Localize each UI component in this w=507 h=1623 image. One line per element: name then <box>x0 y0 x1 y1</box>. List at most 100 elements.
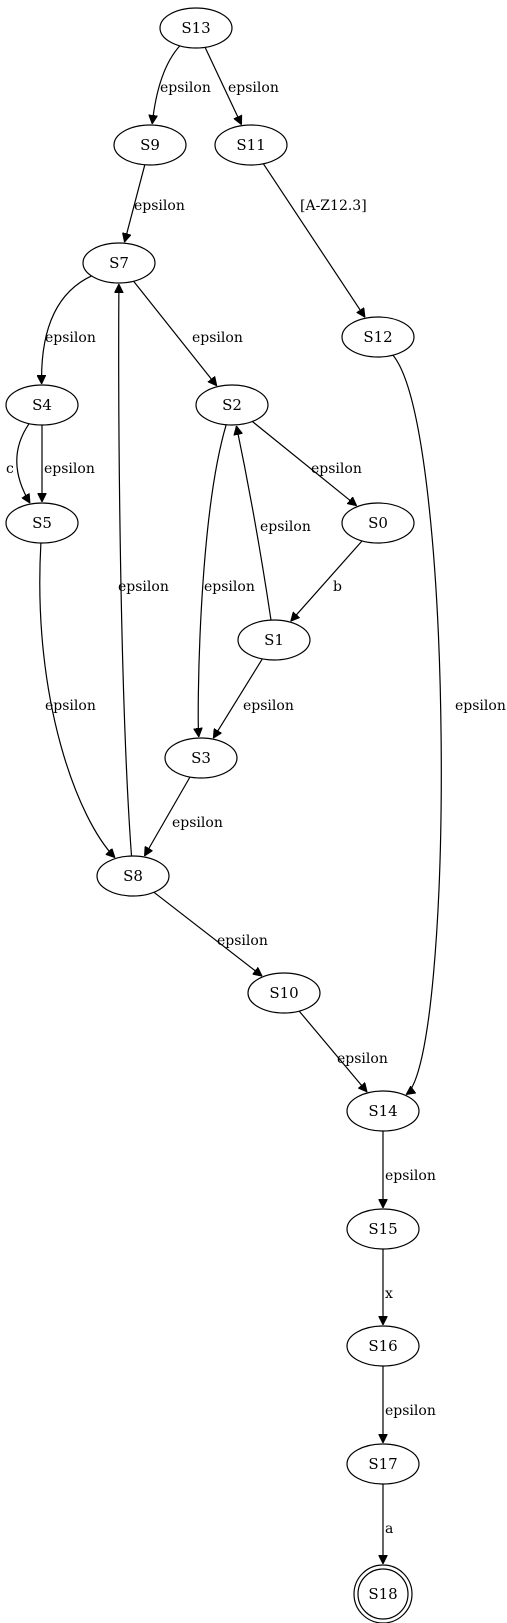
edge-label: epsilon <box>192 330 243 346</box>
state-ellipse <box>346 1208 420 1250</box>
edge-s8-s7: epsilon <box>118 284 169 857</box>
edge-arrow <box>143 776 191 856</box>
edge-s11-s12: [A-Z12.3] <box>262 163 367 317</box>
edge-arrow <box>16 423 30 503</box>
edge-s13-s9: epsilon <box>152 45 211 124</box>
state-node-s10: S10 <box>247 972 321 1014</box>
state-ellipse <box>5 384 79 426</box>
edge-label: epsilon <box>217 933 268 949</box>
edge-label: epsilon <box>44 461 95 477</box>
state-node-s5: S5 <box>5 502 79 544</box>
edge-label: x <box>385 1286 393 1302</box>
edge-arrow <box>291 540 363 621</box>
edge-s4-s5: c <box>6 423 30 503</box>
state-node-s14: S14 <box>346 1090 420 1132</box>
accept-inner-ring <box>357 1568 409 1620</box>
state-ellipse <box>5 502 79 544</box>
state-label: S8 <box>123 867 143 885</box>
edge-label: epsilon <box>337 1051 388 1067</box>
start-state-ellipse <box>159 7 233 49</box>
state-node-s8: S8 <box>96 855 170 897</box>
state-label: S18 <box>368 1585 397 1603</box>
edge-label: epsilon <box>172 815 223 831</box>
edge-s15-s16: x <box>383 1249 393 1325</box>
edge-arrow <box>213 658 263 738</box>
state-node-s13: S13 <box>159 7 233 49</box>
edge-s8-s10: epsilon <box>153 891 268 976</box>
edge-s17-s18: a <box>383 1484 393 1564</box>
edge-s12-s14: epsilon <box>392 354 506 1094</box>
edge-arrow <box>392 354 442 1094</box>
state-node-s18: S18 <box>353 1564 413 1623</box>
state-ellipse <box>96 855 170 897</box>
edge-arrow <box>119 284 133 857</box>
state-ellipse <box>82 242 156 284</box>
edge-arrow <box>125 164 146 242</box>
edge-arrow <box>262 163 365 317</box>
state-node-s4: S4 <box>5 384 79 426</box>
state-node-s1: S1 <box>237 619 311 661</box>
state-node-s16: S16 <box>346 1325 420 1367</box>
state-label: S16 <box>368 1337 397 1355</box>
edge-label: epsilon <box>160 80 211 96</box>
state-ellipse <box>346 1090 420 1132</box>
edge-s14-s15: epsilon <box>383 1131 436 1208</box>
edge-s13-s11: epsilon <box>204 47 279 124</box>
state-node-s2: S2 <box>195 384 269 426</box>
edge-s10-s14: epsilon <box>298 1010 388 1092</box>
edge-s7-s4: epsilon <box>42 275 96 384</box>
state-node-s17: S17 <box>346 1443 420 1485</box>
state-node-s15: S15 <box>346 1208 420 1250</box>
edge-label: epsilon <box>45 330 96 346</box>
state-label: S4 <box>32 396 52 414</box>
edge-s1-s2: epsilon <box>236 426 311 621</box>
edge-s9-s7: epsilon <box>125 164 185 242</box>
state-ellipse <box>346 1325 420 1367</box>
state-label: S5 <box>32 514 52 532</box>
edge-s0-s1: b <box>291 540 363 621</box>
state-node-s3: S3 <box>164 737 238 779</box>
edge-s5-s8: epsilon <box>39 542 115 858</box>
edge-arrow <box>236 426 272 621</box>
state-label: S2 <box>222 396 242 414</box>
state-node-s12: S12 <box>341 316 415 358</box>
state-label: S0 <box>368 514 388 532</box>
edge-arrow <box>39 542 115 858</box>
state-label: S7 <box>109 254 129 272</box>
edge-label: epsilon <box>260 519 311 535</box>
edge-label: epsilon <box>204 579 255 595</box>
edge-label: epsilon <box>385 1403 436 1419</box>
edge-arrow <box>133 280 217 386</box>
edge-s2-s3: epsilon <box>198 424 255 737</box>
edge-arrow <box>152 45 181 124</box>
edge-label: epsilon <box>45 698 96 714</box>
state-ellipse <box>214 124 288 166</box>
edge-label: epsilon <box>134 198 185 214</box>
edge-label: [A-Z12.3] <box>300 198 367 214</box>
state-label: S1 <box>264 631 284 649</box>
state-ellipse <box>195 384 269 426</box>
state-ellipse <box>164 737 238 779</box>
edge-arrow <box>153 891 262 976</box>
edge-label: epsilon <box>385 1168 436 1184</box>
edge-s2-s0: epsilon <box>252 421 362 506</box>
edge-label: a <box>385 1521 393 1537</box>
state-label: S10 <box>269 984 298 1002</box>
edge-label: epsilon <box>243 698 294 714</box>
state-ellipse <box>237 619 311 661</box>
state-label: S13 <box>181 19 210 37</box>
edge-label: b <box>333 579 342 595</box>
state-label: S15 <box>368 1220 397 1238</box>
state-node-s11: S11 <box>214 124 288 166</box>
edge-label: c <box>6 461 14 477</box>
state-label: S14 <box>368 1102 397 1120</box>
state-ellipse <box>341 502 415 544</box>
state-ellipse <box>113 124 187 166</box>
edge-arrow <box>42 275 92 384</box>
state-node-s0: S0 <box>341 502 415 544</box>
state-ellipse <box>346 1443 420 1485</box>
state-label: S17 <box>368 1455 397 1473</box>
edge-label: epsilon <box>455 698 506 714</box>
